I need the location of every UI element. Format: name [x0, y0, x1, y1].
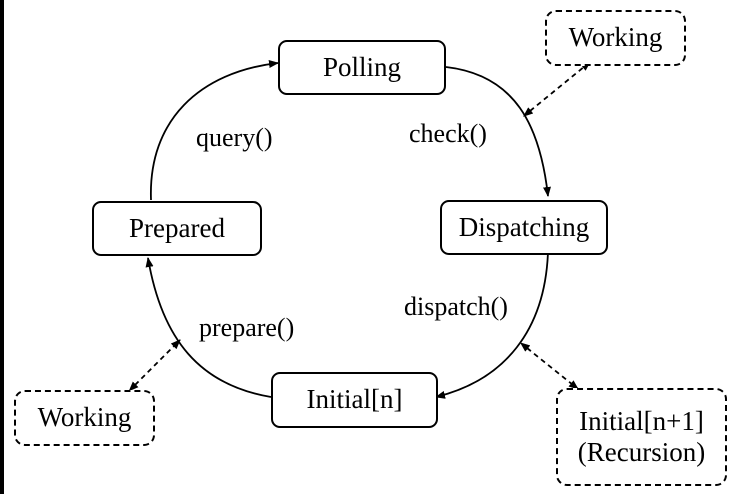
- state-polling: Polling: [278, 40, 446, 95]
- state-recursion: Initial[n+1] (Recursion): [556, 388, 727, 486]
- link-working-bottom: [128, 339, 181, 392]
- state-dispatching: Dispatching: [440, 200, 608, 255]
- transition-query-label: query(): [196, 123, 273, 152]
- arc-dispatching-to-initial: [435, 251, 549, 399]
- state-initial-label: Initial[n]: [306, 384, 403, 415]
- transition-prepare-label: prepare(): [199, 313, 295, 342]
- state-working-bottom: Working: [14, 390, 155, 446]
- state-working-top: Working: [545, 10, 686, 66]
- arc-polling-to-dispatching: [445, 66, 551, 197]
- state-prepared: Prepared: [92, 201, 262, 256]
- link-recursion: [519, 342, 579, 390]
- state-polling-label: Polling: [322, 51, 402, 82]
- frame-left-edge: [0, 0, 4, 494]
- state-prepared-label: Prepared: [129, 212, 225, 243]
- state-recursion-line1: Initial[n+1]: [579, 405, 704, 436]
- state-recursion-line2: (Recursion): [577, 437, 706, 467]
- state-working-top-label: Working: [568, 22, 663, 53]
- arc-prepared-to-polling: [150, 60, 279, 201]
- state-dispatching-label: Dispatching: [458, 211, 590, 242]
- transition-check-label: check(): [409, 119, 487, 148]
- transition-dispatch-label: dispatch(): [404, 292, 508, 321]
- state-working-bottom-label: Working: [37, 402, 132, 433]
- arc-initial-to-prepared: [145, 257, 272, 398]
- state-initial: Initial[n]: [271, 372, 438, 428]
- link-working-top: [523, 61, 591, 117]
